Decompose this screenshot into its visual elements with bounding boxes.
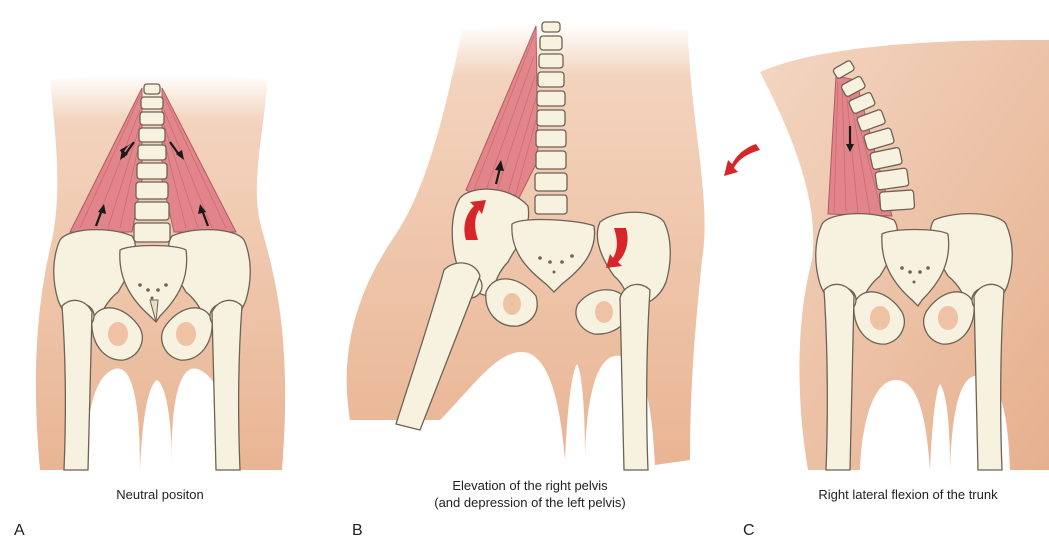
panel-label-b: B bbox=[352, 522, 363, 540]
panel-label-c: C bbox=[743, 522, 755, 540]
caption-panel-c-line-1: Right lateral flexion of the trunk bbox=[778, 486, 1038, 503]
caption-panel-c: Right lateral flexion of the trunk bbox=[778, 486, 1038, 503]
panel-b-illustration bbox=[347, 22, 705, 470]
caption-panel-a-line-1: Neutral positon bbox=[60, 486, 260, 503]
panel-a-illustration bbox=[36, 74, 285, 470]
caption-panel-b-line-2: (and depression of the left pelvis) bbox=[400, 494, 660, 511]
caption-panel-a: Neutral positon bbox=[60, 486, 260, 503]
panel-c-illustration bbox=[724, 40, 1049, 470]
caption-panel-b-line-1: Elevation of the right pelvis bbox=[400, 477, 660, 494]
panel-label-a: A bbox=[14, 522, 25, 540]
caption-panel-b: Elevation of the right pelvis (and depre… bbox=[400, 477, 660, 511]
